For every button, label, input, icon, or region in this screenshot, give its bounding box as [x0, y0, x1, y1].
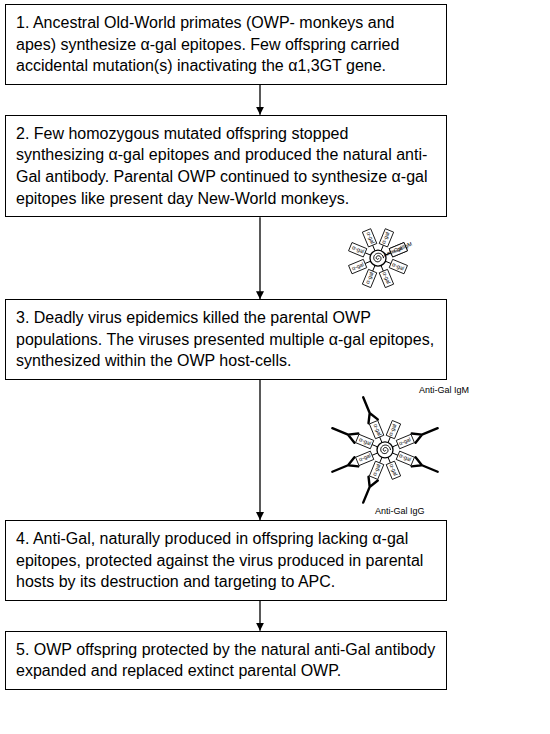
epitope-stalk: [372, 453, 378, 455]
epitope-box: [362, 229, 376, 247]
epitope-stalk: [380, 437, 382, 443]
epitope-box: [386, 420, 400, 438]
epitope-stalk: [373, 266, 375, 272]
epitope-label: α-gal: [365, 231, 375, 245]
epitope-box: [369, 461, 383, 479]
epitope-stalk: [381, 245, 383, 251]
process-box: 3. Deadly virus epidemics killed the par…: [5, 299, 447, 380]
flow-arrow: [259, 85, 260, 115]
epitope-stalk: [388, 437, 390, 443]
epitope-box: [389, 259, 407, 273]
epitope-box: [356, 434, 374, 448]
flow-arrow: [259, 380, 260, 520]
epitope-stalk: [372, 445, 378, 447]
process-box: 2. Few homozygous mutated offspring stop…: [5, 115, 447, 217]
epitope-stalk: [388, 457, 390, 463]
epitope-stalk: [365, 261, 371, 263]
virus-with-antibodies: [332, 397, 437, 502]
antibody-label: Anti-Gal IgG: [375, 507, 425, 516]
viral-genome: [381, 445, 391, 454]
epitope-label: α-gal: [372, 423, 382, 437]
epitope-stalk: [392, 453, 398, 455]
step-text: 1. Ancestral Old-World primates (OWP- mo…: [16, 12, 436, 77]
epitope-stalk: [392, 445, 398, 447]
epitope-box: [356, 451, 374, 465]
epitope-label: α-gal: [392, 262, 406, 272]
epitope-stalk: [365, 253, 371, 255]
epitope-label: α-gal: [389, 463, 399, 477]
epitope-box: [349, 259, 367, 273]
process-box: 4. Anti-Gal, naturally produced in offsp…: [5, 520, 447, 601]
flow-arrow: [259, 601, 260, 631]
flow-arrow: [259, 217, 260, 299]
epitope-box: [379, 269, 393, 287]
epitope-stalk: [385, 261, 391, 263]
epitope-box: [362, 269, 376, 287]
epitope-box: [396, 451, 414, 465]
step-text: 2. Few homozygous mutated offspring stop…: [16, 123, 436, 209]
epitope-label: α-gal: [358, 437, 372, 447]
antibody-label: Anti-Gal IgM: [419, 386, 469, 395]
antibody-symbol: [412, 428, 438, 443]
epitope-box: [379, 229, 393, 247]
epitope-box: [396, 434, 414, 448]
antibody-symbol: [412, 457, 438, 472]
antibody-symbol: [363, 397, 378, 423]
step-text: 3. Deadly virus epidemics killed the par…: [16, 307, 436, 372]
antibody-symbol: [363, 477, 378, 503]
virus-body: [377, 442, 393, 458]
process-box: 1. Ancestral Old-World primates (OWP- mo…: [5, 4, 447, 85]
epitope-label: α-gal: [351, 245, 365, 255]
viral-genome: [374, 253, 384, 262]
epitope-stalk: [380, 457, 382, 463]
step-text: 4. Anti-Gal, naturally produced in offsp…: [16, 528, 436, 593]
epitope-label: α-gal: [351, 262, 365, 272]
virus-with-epitopes: [349, 229, 408, 288]
step-text: 5. OWP offspring protected by the natura…: [16, 639, 436, 682]
epitope-box: [349, 243, 367, 257]
epitope-box: [386, 461, 400, 479]
epitope-stalk: [381, 266, 383, 272]
epitope-box: [369, 420, 383, 438]
antibody-symbol: [332, 457, 358, 472]
process-box: 5. OWP offspring protected by the natura…: [5, 631, 447, 690]
antibody-symbol: [332, 428, 358, 443]
epitope-stalk: [373, 245, 375, 251]
